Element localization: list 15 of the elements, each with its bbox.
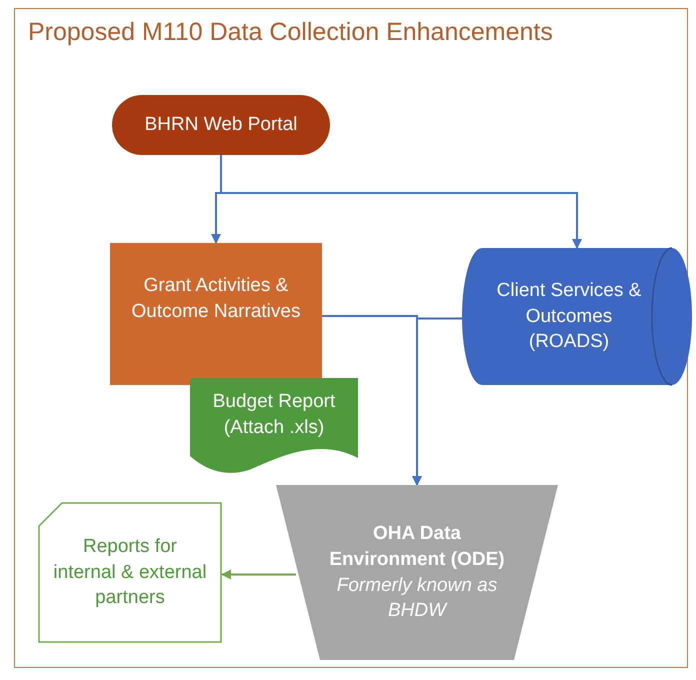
node-label: Grant Activities & Outcome Narratives: [130, 274, 302, 324]
storage-cylinder: [462, 248, 692, 385]
node-note: Formerly known as BHDW: [336, 574, 498, 624]
process-box: [110, 243, 322, 385]
node-label: Reports for internal & external partners: [52, 535, 208, 610]
document-shape: [190, 378, 358, 470]
node-label: Budget Report (Attach .xls): [212, 390, 336, 440]
diagram-title: Proposed M110 Data Collection Enhancements: [28, 18, 553, 47]
arrow: [221, 570, 296, 580]
node-label: BHRN Web Portal: [144, 113, 298, 138]
report-card: [38, 502, 222, 643]
node-label: OHA Data Environment (ODE): [328, 522, 506, 572]
node-label: Client Services & Outcomes (ROADS): [496, 279, 642, 354]
data-store-trapezoid: [276, 485, 558, 660]
arrow: [412, 318, 462, 486]
